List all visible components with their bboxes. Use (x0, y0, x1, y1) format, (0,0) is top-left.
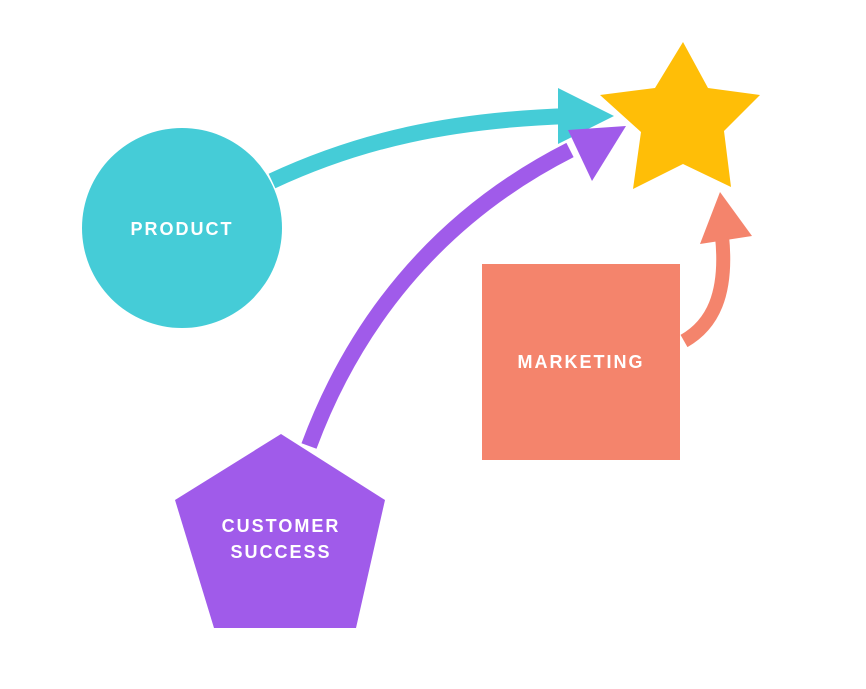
node-goal (600, 42, 760, 189)
edge-customer-success-to-goal-arrowhead (568, 126, 626, 181)
node-customer-success: CUSTOMER SUCCESS (175, 434, 385, 628)
customer-success-label-line-2: SUCCESS (230, 542, 331, 562)
product-label: PRODUCT (131, 219, 234, 239)
edge-marketing-to-goal (680, 192, 752, 348)
edge-marketing-to-goal-arrowhead (700, 192, 752, 244)
edge-customer-success-to-goal (301, 126, 626, 449)
customer-success-label-line-1: CUSTOMER (222, 516, 341, 536)
marketing-square (482, 264, 680, 460)
node-product: PRODUCT (82, 128, 282, 328)
goal-star-icon (600, 42, 760, 189)
edge-product-to-goal (268, 88, 614, 189)
marketing-label: MARKETING (518, 352, 645, 372)
edge-customer-success-to-goal-line (301, 142, 574, 449)
node-marketing: MARKETING (482, 264, 680, 460)
product-circle (82, 128, 282, 328)
edge-marketing-to-goal-line (680, 235, 731, 348)
edge-product-to-goal-line (268, 108, 571, 189)
customer-success-pentagon (175, 434, 385, 628)
